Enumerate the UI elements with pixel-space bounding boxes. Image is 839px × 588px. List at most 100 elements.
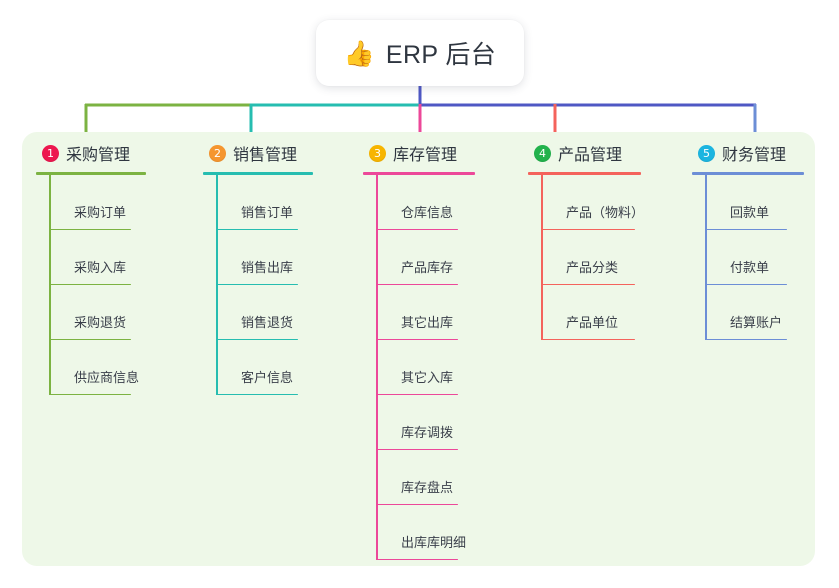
branch-item[interactable]: 供应商信息 [36,340,186,395]
branch-item-rule [376,228,458,230]
branch-item-label: 销售出库 [241,260,294,275]
branches-panel [22,132,815,566]
branch-spine [216,175,218,395]
branch-title: 销售管理 [233,147,298,164]
branch-item[interactable]: 结算账户 [692,285,837,340]
branch-item-label: 产品（物料） [566,205,645,220]
branch-item-label: 客户信息 [241,370,294,385]
branch-item[interactable]: 库存盘点 [363,450,513,505]
branch-item-rule [49,393,131,395]
branch-item[interactable]: 出库库明细 [363,505,513,560]
root-node[interactable]: 👍 ERP 后台 [316,20,524,86]
branch-title: 财务管理 [722,147,787,164]
branch-item-label: 供应商信息 [74,370,140,385]
branch-header[interactable]: 2 销售管理 [203,140,353,166]
branch-item-rule [49,228,131,230]
branch-header[interactable]: 3 库存管理 [363,140,513,166]
branch-item-list: 销售订单销售出库销售退货客户信息 [203,175,353,395]
branch-header[interactable]: 5 财务管理 [692,140,837,166]
branch-item-list: 采购订单采购入库采购退货供应商信息 [36,175,186,395]
branch-item-label: 付款单 [730,260,770,275]
branch-column-1: 1 采购管理采购订单采购入库采购退货供应商信息 [36,140,186,395]
branch-item-rule [376,393,458,395]
branch-item[interactable]: 回款单 [692,175,837,230]
root-node-content: 👍 ERP 后台 [344,35,496,71]
branch-item-rule [705,283,787,285]
branch-item[interactable]: 库存调拨 [363,395,513,450]
branch-header-rule [203,172,313,175]
branch-item[interactable]: 其它出库 [363,285,513,340]
branch-item-rule [541,283,635,285]
branch-spine [541,175,543,340]
branch-title: 采购管理 [66,147,131,164]
branch-item-rule [376,338,458,340]
branch-item-label: 采购入库 [74,260,127,275]
branch-item-rule [49,338,131,340]
branch-item[interactable]: 采购退货 [36,285,186,340]
branch-header[interactable]: 1 采购管理 [36,140,186,166]
branch-item-rule [376,448,458,450]
branch-item-rule [216,283,298,285]
branch-item[interactable]: 付款单 [692,230,837,285]
branch-item-label: 销售退货 [241,315,294,330]
branch-item-list: 回款单付款单结算账户 [692,175,837,340]
branch-header-rule [692,172,804,175]
branch-spine [376,175,378,560]
branch-item-rule [541,228,635,230]
branch-item[interactable]: 采购入库 [36,230,186,285]
branch-item-rule [49,283,131,285]
branch-item[interactable]: 产品分类 [528,230,678,285]
branch-spine [705,175,707,340]
branch-item-rule [376,558,458,560]
branch-item[interactable]: 采购订单 [36,175,186,230]
branch-item[interactable]: 销售出库 [203,230,353,285]
branch-item[interactable]: 客户信息 [203,340,353,395]
branch-header-rule [36,172,146,175]
branch-title: 产品管理 [558,147,623,164]
branch-number-badge: 1 [42,144,59,162]
branch-spine [49,175,51,395]
branch-item-label: 结算账户 [730,315,783,330]
branch-item[interactable]: 产品（物料） [528,175,678,230]
branch-number-badge: 5 [698,144,715,162]
branch-column-2: 2 销售管理销售订单销售出库销售退货客户信息 [203,140,353,395]
branch-item-rule [705,338,787,340]
branch-item-list: 仓库信息产品库存其它出库其它入库库存调拨库存盘点出库库明细 [363,175,513,560]
branch-item[interactable]: 产品单位 [528,285,678,340]
branch-header[interactable]: 4 产品管理 [528,140,678,166]
branch-header-rule [528,172,641,175]
branch-item-rule [705,228,787,230]
branch-header-rule [363,172,475,175]
branch-item[interactable]: 销售订单 [203,175,353,230]
branch-item[interactable]: 其它入库 [363,340,513,395]
branch-title: 库存管理 [393,147,458,164]
branch-item-label: 产品库存 [401,260,454,275]
branch-item-label: 采购订单 [74,205,127,220]
branch-column-5: 5 财务管理回款单付款单结算账户 [692,140,837,340]
branch-item-label: 库存调拨 [401,425,454,440]
branch-number-badge: 3 [369,144,386,162]
branch-number-badge: 2 [209,144,226,162]
branch-item[interactable]: 产品库存 [363,230,513,285]
branch-item-rule [216,338,298,340]
branch-number-badge: 4 [534,144,551,162]
branch-item-label: 出库库明细 [401,535,467,550]
branch-item-label: 产品单位 [566,315,619,330]
branch-item-label: 产品分类 [566,260,619,275]
branch-column-3: 3 库存管理仓库信息产品库存其它出库其它入库库存调拨库存盘点出库库明细 [363,140,513,560]
branch-item-label: 仓库信息 [401,205,454,220]
branch-item-label: 采购退货 [74,315,127,330]
branch-item-list: 产品（物料） 产品分类产品单位 [528,175,678,340]
branch-item-rule [216,393,298,395]
branch-item-label: 回款单 [730,205,770,220]
branch-item-label: 库存盘点 [401,480,454,495]
branch-item[interactable]: 销售退货 [203,285,353,340]
branch-item-rule [216,228,298,230]
thumbs-up-icon: 👍 [343,38,375,68]
branch-item-rule [541,338,635,340]
branch-item[interactable]: 仓库信息 [363,175,513,230]
branch-column-4: 4 产品管理产品（物料） 产品分类产品单位 [528,140,678,340]
branch-item-label: 其它出库 [401,315,454,330]
root-node-title: ERP 后台 [385,41,497,69]
